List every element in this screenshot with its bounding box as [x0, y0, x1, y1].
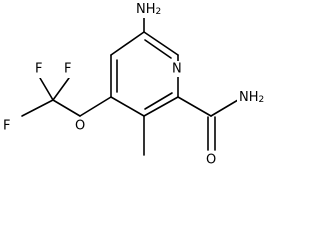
bond-o-cf3 [52, 99, 81, 117]
bond-cf3-f-top-left [39, 77, 54, 101]
svg-text:F: F [35, 62, 42, 77]
bond-c4-o [79, 96, 112, 117]
amino-group-label: NH2 [135, 2, 163, 18]
svg-text:O: O [75, 119, 85, 134]
svg-text:NH2: NH2 [239, 90, 264, 106]
amide-nh2-label: NH2 [237, 89, 267, 105]
bond-cf3-f-top-right [52, 77, 70, 101]
bond-n1-c6-inner [144, 39, 172, 59]
bond-n1-c6 [143, 31, 179, 56]
ether-oxygen-label: O [74, 118, 88, 134]
carbonyl-oxygen-label: O [205, 153, 219, 169]
fluorine-top-left-label: F [34, 62, 46, 78]
bond-cf3-f-left [21, 99, 54, 117]
bond-c4-c3 [110, 96, 145, 117]
bond-c2-carbonyl-c [177, 96, 212, 117]
svg-text:O: O [206, 153, 216, 168]
svg-text:N: N [172, 62, 182, 77]
svg-text:F: F [64, 62, 71, 77]
molecule-diagram: NH2 N NH2 O O F F F [2, 1, 267, 169]
svg-text:F: F [3, 119, 10, 134]
svg-text:NH2: NH2 [136, 2, 161, 18]
bond-c6-c5 [110, 31, 145, 56]
bond-c3-c2 [143, 96, 179, 117]
structure-canvas: NH2 N NH2 O O F F F [2, 1, 267, 169]
bond-c3-c2-inner [144, 92, 173, 110]
fluorine-top-right-label: F [63, 62, 75, 78]
ring-nitrogen-label: N [171, 61, 185, 77]
fluorine-left-label: F [2, 118, 14, 134]
